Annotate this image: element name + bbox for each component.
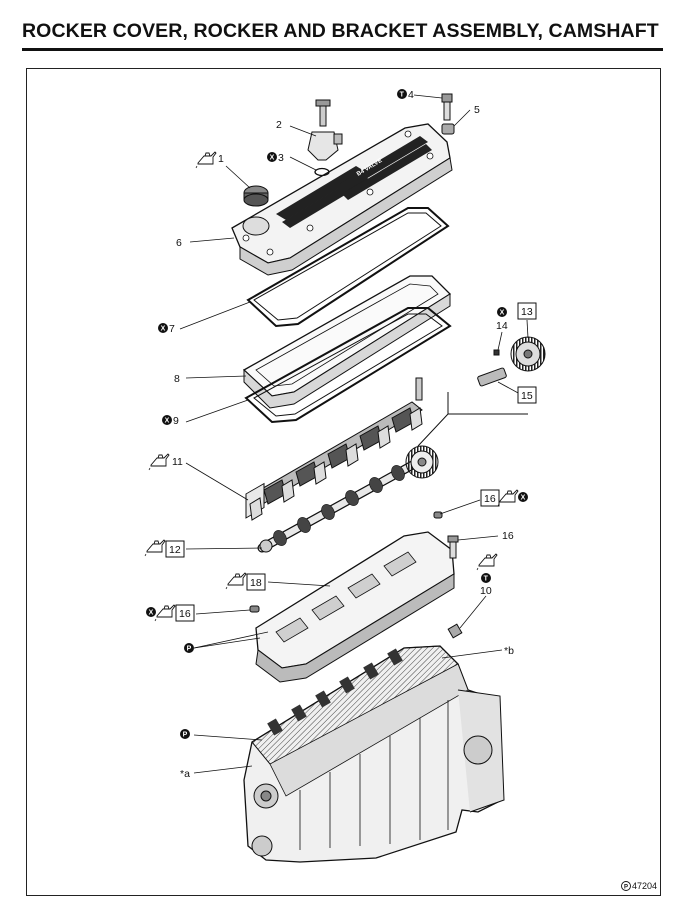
diagram-frame [26,68,661,896]
callout-6: 6 [176,237,182,249]
oil-filler-cap [243,185,269,207]
callout-9: 9 [173,415,179,427]
callout-3: 3 [278,152,284,164]
callout-13: 13 [521,306,533,318]
callout-1: 1 [218,153,224,165]
plug [447,623,463,639]
cover-gasket [246,207,450,328]
callout-12: 12 [169,544,181,556]
dowel-pin-upper [433,511,443,519]
grease-symbol [184,643,194,653]
svg-text:T: T [484,576,489,583]
callout-5: 5 [474,104,480,116]
engine-block [243,645,505,863]
svg-text:X: X [270,155,275,162]
dowel-pin-lower [249,605,260,613]
callout-10: 10 [480,585,492,597]
rocker-case [242,275,452,409]
title-rule [22,48,663,51]
page-title: ROCKER COVER, ROCKER AND BRACKET ASSEMBL… [22,20,659,42]
callout-14: 14 [496,320,508,332]
callout-4: 4 [408,89,414,101]
replace-symbol [267,152,277,162]
svg-text:X: X [500,310,505,317]
figure-ref: 47204 [632,881,657,891]
figure-ref-icon [621,881,631,891]
callout-16-upper: 16 [484,493,496,505]
callout-b: *b [504,645,514,657]
camshaft-housing [255,531,455,683]
callout-15: 15 [521,390,533,402]
svg-text:X: X [149,610,154,617]
svg-text:X: X [165,418,170,425]
case-gasket [244,307,452,424]
idle-gear-shaft [477,367,507,387]
bolt-seal [441,123,455,135]
camshaft [257,445,439,553]
svg-text:P: P [624,885,628,891]
housing-bolt [447,535,459,559]
callout-7: 7 [169,323,175,335]
o-ring [314,167,330,177]
callout-8: 8 [174,373,180,385]
svg-text:X: X [161,326,166,333]
rocker-bracket-assembly [245,377,423,521]
callout-2: 2 [276,119,282,131]
breather-assembly [307,99,343,161]
callout-18: 18 [250,577,262,589]
cover-bolt [441,93,453,121]
callout-16-lower: 16 [179,608,191,620]
torque-symbol [397,89,407,99]
svg-text:P: P [183,732,188,739]
grease-symbol [180,729,190,739]
svg-text:P: P [187,646,192,653]
rocker-cover: B4 VALVE [231,123,453,276]
callout-a: *a [180,768,190,780]
svg-text:X: X [521,495,526,502]
svg-text:T: T [400,92,405,99]
callout-11: 11 [172,456,183,468]
woodruff-key [493,349,500,356]
idle-gear [510,336,546,372]
callout-17: 16 [502,530,514,542]
